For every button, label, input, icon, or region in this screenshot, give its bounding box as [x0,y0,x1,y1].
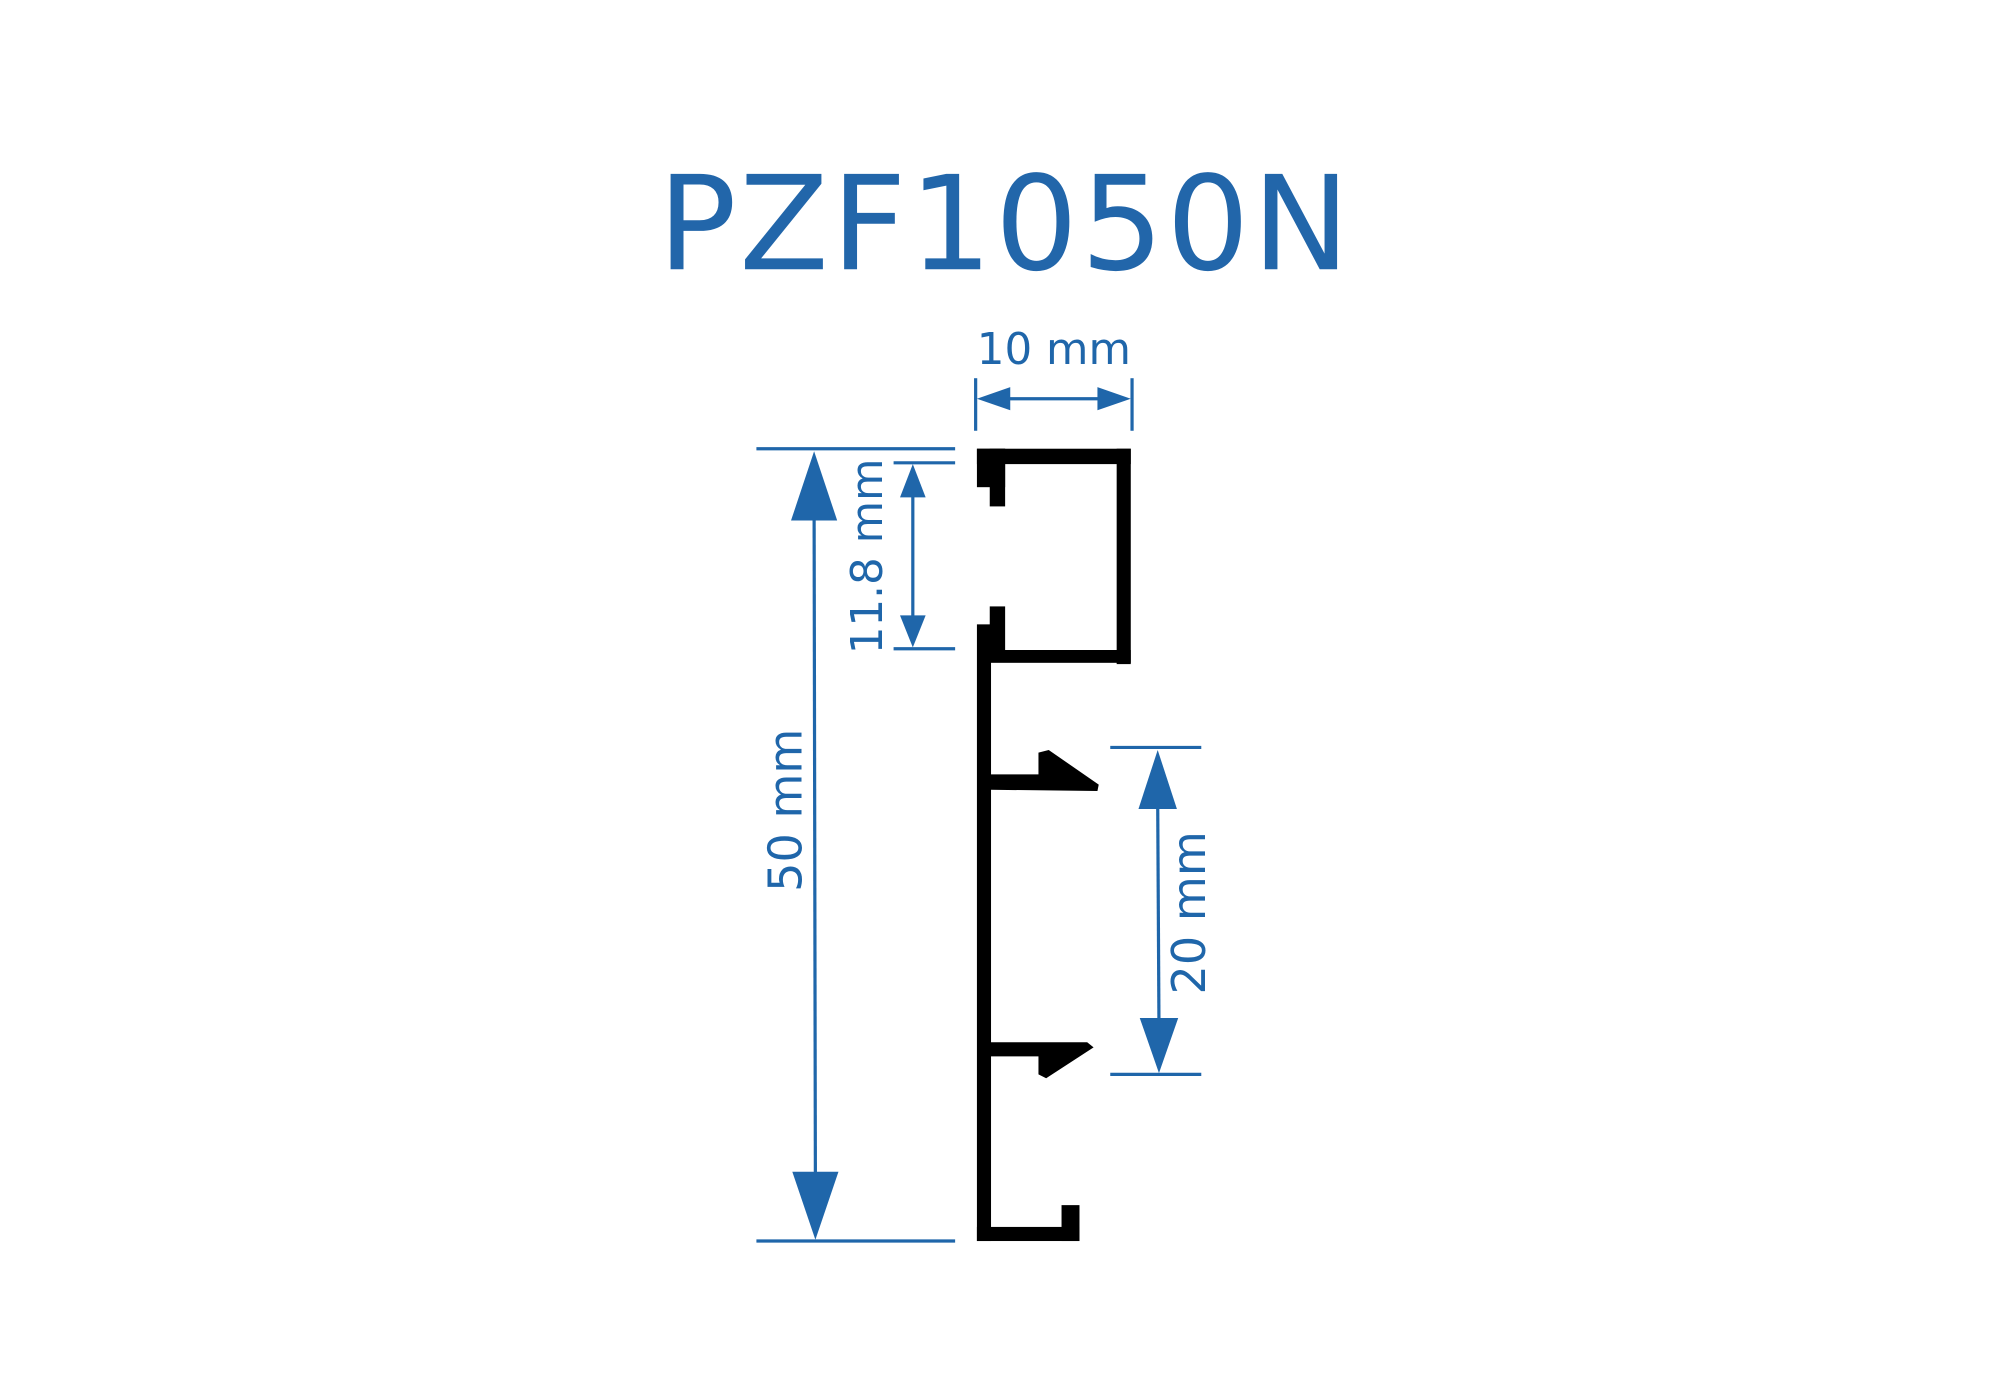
product-code-title: PZF1050N [658,148,1353,300]
fin-spacing-label: 20 mm [1162,831,1216,994]
dimension-total-height: 50 mm [756,447,956,1243]
dimension-width: 10 mm [974,325,1134,431]
aluminium-profile [976,448,1131,1242]
width-label: 10 mm [977,325,1131,375]
dimension-channel-height: 11.8 mm [843,459,956,655]
lower-fin [989,1042,1094,1079]
dimension-fin-spacing: 20 mm [1110,745,1216,1076]
channel-height-label: 11.8 mm [843,459,893,655]
upper-fin [989,750,1099,792]
total-height-label: 50 mm [758,729,812,892]
